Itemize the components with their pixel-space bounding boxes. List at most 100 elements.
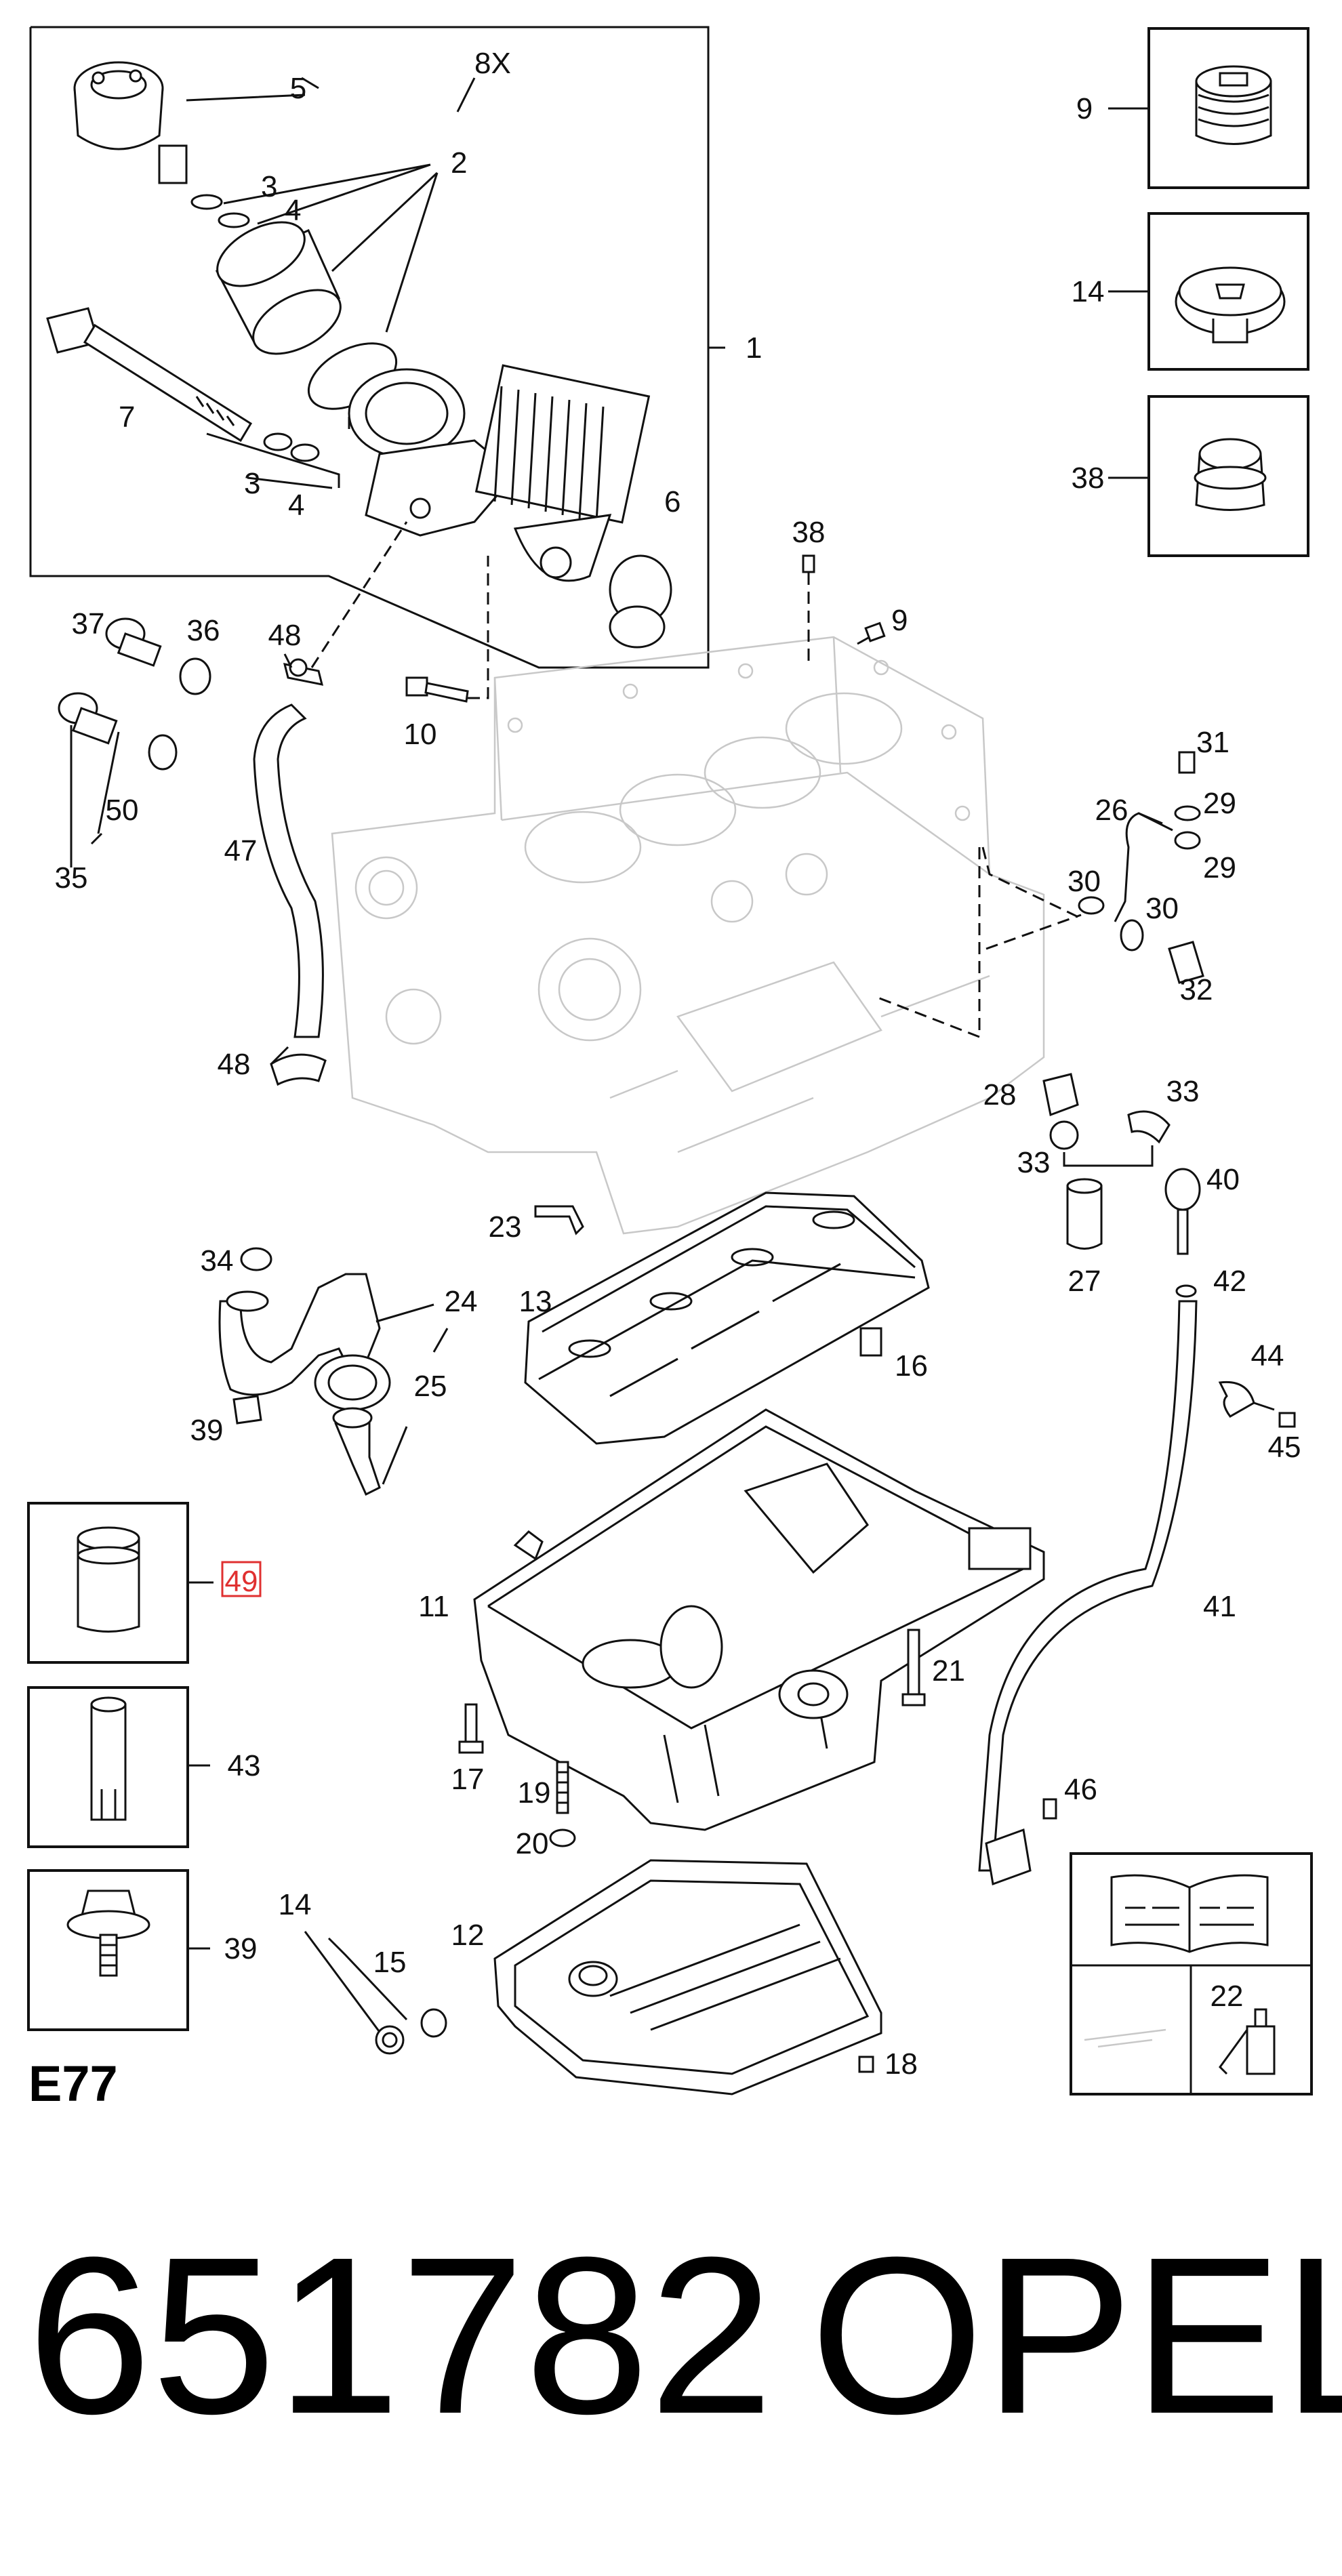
callout-1: 1 <box>746 331 762 365</box>
callout-20: 20 <box>516 1827 549 1860</box>
filter-bolt-drawing <box>46 307 253 443</box>
callout-3-lower: 3 <box>244 467 260 500</box>
seal-50-drawing <box>148 734 178 771</box>
seal-ring-3-lower <box>263 432 293 451</box>
lower-oil-pan-group: 12 18 <box>451 1859 918 2095</box>
callout-42: 42 <box>1213 1265 1246 1298</box>
part-number-label: 651782 <box>27 2210 773 2460</box>
callout-7: 7 <box>119 401 135 434</box>
callout-24: 24 <box>445 1285 478 1318</box>
callout-38-box: 38 <box>1072 462 1105 495</box>
callout-34: 34 <box>201 1244 234 1277</box>
callout-3-upper: 3 <box>261 170 277 203</box>
seal-36-drawing <box>179 657 211 695</box>
callout-48-lower: 48 <box>218 1048 251 1081</box>
manual-sealant-box: 22 <box>1070 1852 1313 2095</box>
callout-38-block: 38 <box>792 516 826 549</box>
oil-filter-cap-drawing <box>73 61 188 184</box>
callout-17: 17 <box>451 1763 485 1796</box>
boxed-part-49: 49 <box>27 1502 262 1664</box>
faded-label-drawing <box>1084 2028 1166 2048</box>
callout-19: 19 <box>518 1776 551 1810</box>
book-icon <box>1110 1874 1269 1953</box>
callout-50: 50 <box>106 794 139 827</box>
callout-22: 22 <box>1211 1980 1244 2013</box>
callout-29-upper: 29 <box>1203 787 1236 820</box>
callout-27: 27 <box>1068 1265 1101 1298</box>
callout-9-box: 9 <box>1076 92 1093 125</box>
callout-8x: 8X <box>474 47 511 80</box>
callout-39-box: 39 <box>224 1932 258 1965</box>
callout-5: 5 <box>290 72 306 105</box>
oil-filter-housing-drawing <box>348 364 651 582</box>
callout-18: 18 <box>884 2047 918 2081</box>
seal-ring-3-upper <box>190 194 223 210</box>
sealant-tube-icon <box>1219 2008 1276 2075</box>
drain-plug-seal-group: 14 15 <box>279 1888 447 2055</box>
boxed-part-39: 39 <box>27 1869 258 2031</box>
callout-29-lower: 29 <box>1203 851 1236 884</box>
callout-37: 37 <box>72 607 105 640</box>
boxed-part-9: 9 <box>1076 27 1309 189</box>
callout-6: 6 <box>664 485 680 518</box>
callout-35: 35 <box>55 861 88 895</box>
callout-47: 47 <box>224 834 258 867</box>
housing-seal-small-drawing <box>609 605 666 649</box>
breather-parts-group: 48 47 48 37 36 50 35 <box>55 521 408 1086</box>
callout-33-left: 33 <box>1017 1146 1051 1179</box>
callout-39-pickup: 39 <box>190 1414 224 1447</box>
callout-45: 45 <box>1268 1431 1301 1464</box>
seal-34-drawing <box>240 1247 272 1271</box>
upper-oil-pan-group: 11 17 19 20 21 <box>418 1408 1045 1860</box>
callout-13: 13 <box>519 1285 552 1318</box>
oil-filter-element-drawing <box>215 221 342 355</box>
seal-ring-4-lower <box>290 443 320 462</box>
part-35-drawing <box>58 692 118 745</box>
callout-25: 25 <box>414 1370 447 1403</box>
callout-10: 10 <box>404 718 437 751</box>
dipstick-group: 28 33 33 27 40 42 41 44 45 46 <box>978 1073 1301 1886</box>
callout-49[interactable]: 49 <box>225 1565 258 1598</box>
callout-31: 31 <box>1196 726 1229 759</box>
callout-9-block: 9 <box>891 604 908 637</box>
highlight-box-49 <box>221 1561 262 1597</box>
callout-32: 32 <box>1180 973 1213 1006</box>
callout-26: 26 <box>1095 794 1128 827</box>
baffle-plate-group: 13 16 <box>519 1191 930 1445</box>
callout-2: 2 <box>451 146 467 180</box>
block-bolts-group: 38 9 10 <box>404 516 908 751</box>
seal-ring-4-upper <box>218 212 250 228</box>
callout-4-lower: 4 <box>288 489 304 522</box>
part-37-drawing <box>105 617 162 667</box>
engine-block-drawing <box>331 636 1045 1235</box>
callout-16: 16 <box>895 1349 928 1383</box>
callout-30-left: 30 <box>1068 865 1101 898</box>
oil-feed-line-group: 31 26 29 29 30 30 32 <box>874 726 1236 1039</box>
callout-15: 15 <box>373 1946 407 1979</box>
brand-label: OPEL <box>810 2210 1342 2460</box>
callout-21: 21 <box>932 1654 965 1688</box>
callout-43: 43 <box>228 1749 261 1782</box>
oil-pickup-group: 23 34 24 25 39 <box>190 1205 584 1496</box>
callout-30-right: 30 <box>1145 892 1179 925</box>
boxed-part-43: 43 <box>27 1686 261 1848</box>
boxed-part-14: 14 <box>1072 212 1309 371</box>
callout-14-small: 14 <box>279 1888 312 1921</box>
callout-4-upper: 4 <box>285 194 301 227</box>
callout-28: 28 <box>983 1078 1017 1111</box>
callout-23: 23 <box>489 1210 522 1244</box>
callout-14-box: 14 <box>1072 275 1105 308</box>
callout-12: 12 <box>451 1919 485 1952</box>
callout-41: 41 <box>1203 1590 1236 1623</box>
callout-11: 11 <box>418 1590 449 1623</box>
boxed-part-38: 38 <box>1072 395 1309 557</box>
callout-36: 36 <box>187 614 220 647</box>
callout-40: 40 <box>1206 1163 1240 1196</box>
callout-46: 46 <box>1064 1773 1097 1806</box>
callout-44: 44 <box>1251 1339 1284 1372</box>
diagram-code: E77 <box>28 2056 118 2112</box>
callout-33-right: 33 <box>1166 1075 1200 1108</box>
callout-48-upper: 48 <box>268 619 302 652</box>
oil-filter-assembly-group: 5 8X 2 3 4 1 7 3 4 6 <box>29 26 762 669</box>
